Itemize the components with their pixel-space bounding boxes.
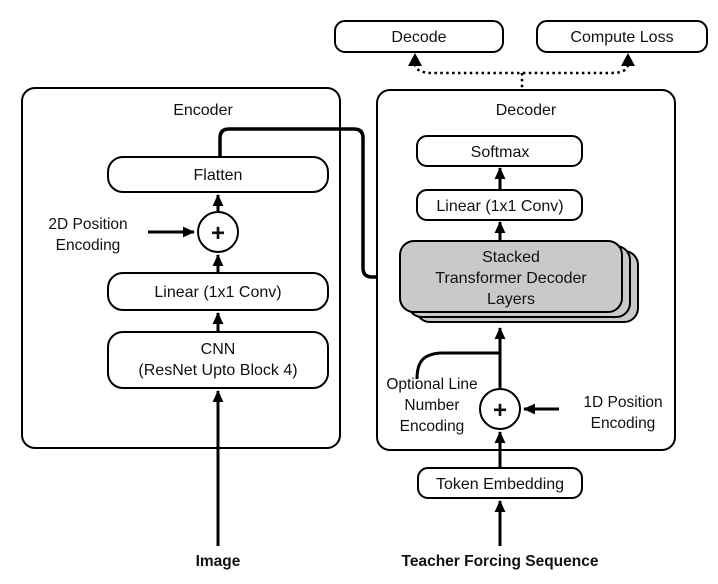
encoder-pos-encoding-line1: 2D Position (48, 216, 127, 233)
token-embedding-label: Token Embedding (436, 476, 564, 493)
stacked-layers-line2: Transformer Decoder (435, 270, 587, 287)
decoder-pos-encoding-line1: 1D Position (583, 394, 662, 411)
compute-loss-box (536, 20, 708, 53)
image-input-label: Image (196, 553, 241, 570)
encoder-pos-encoding-line2: Encoding (56, 237, 121, 254)
decode-label: Decode (391, 29, 446, 46)
softmax-box (416, 135, 583, 167)
decoder-plus-icon: + (493, 397, 507, 424)
token-embedding-box (417, 467, 583, 499)
flatten-box (107, 156, 329, 193)
stacked-layers-line1: Stacked (482, 249, 540, 266)
compute-loss-label: Compute Loss (570, 29, 673, 46)
encoder-container (21, 87, 341, 449)
decoder-pos-encoding-line2: Encoding (591, 415, 656, 432)
decoder-add-circle-icon (479, 388, 521, 430)
decode-box (334, 20, 504, 53)
encoder-linear-box (107, 272, 329, 311)
encoder-add-circle-icon (197, 211, 239, 253)
softmax-label: Softmax (471, 144, 530, 161)
optional-encoding-line2: Number (404, 397, 459, 414)
decoder-linear-label: Linear (1x1 Conv) (436, 198, 563, 215)
encoder-title: Encoder (173, 102, 233, 119)
cnn-label-line1: CNN (201, 341, 236, 358)
optional-encoding-line1: Optional Line (386, 376, 477, 393)
flatten-label: Flatten (194, 167, 243, 184)
encoder-to-decoder-connector (218, 127, 397, 283)
stacked-layers-box (399, 240, 623, 313)
decoder-linear-box (416, 189, 583, 221)
decoder-title: Decoder (496, 102, 557, 119)
optional-encoding-line3: Encoding (400, 418, 465, 435)
cnn-box (107, 331, 329, 389)
encoder-plus-icon: + (211, 220, 225, 247)
cnn-label-line2: (ResNet Upto Block 4) (138, 362, 297, 379)
arrow-up-to-compute-loss-icon (621, 53, 635, 66)
decoder-output-dotted-line (413, 63, 630, 75)
optional-encoding-merge-curve (415, 351, 500, 380)
teacher-forcing-input-label: Teacher Forcing Sequence (402, 553, 599, 570)
encoder-linear-label: Linear (1x1 Conv) (154, 284, 281, 301)
arrow-up-to-decode-icon (408, 53, 422, 66)
stacked-layers-line3: Layers (487, 291, 535, 308)
